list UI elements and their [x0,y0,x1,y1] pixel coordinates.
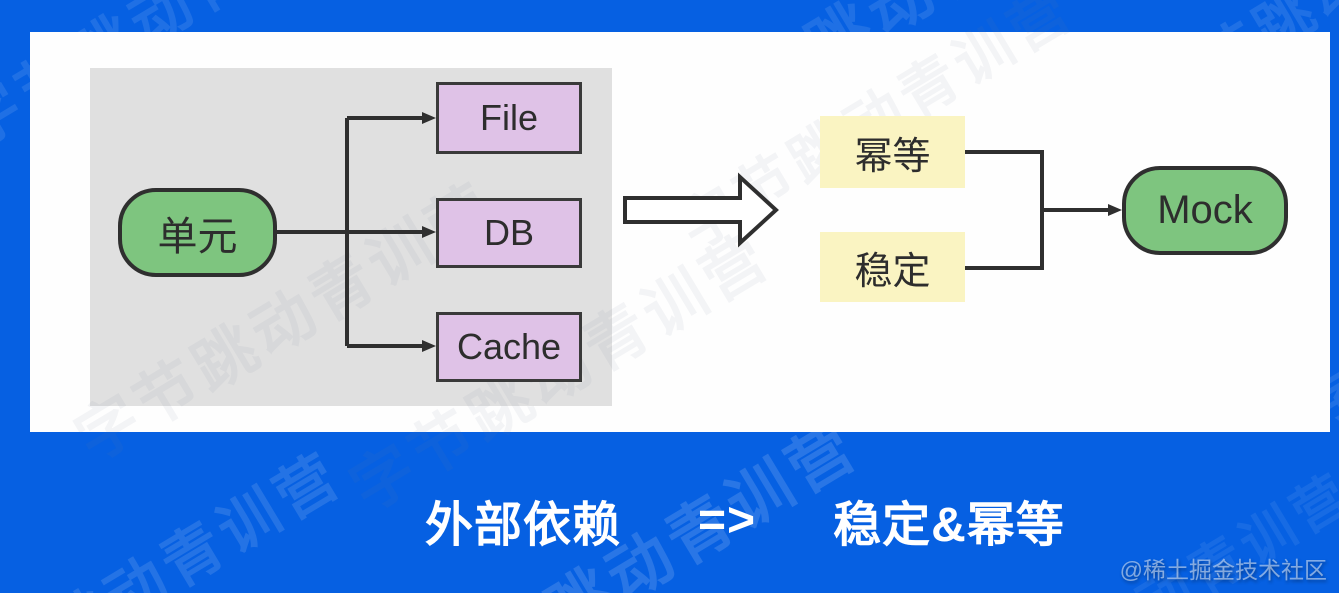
diagram-panel: 字节跳动青训营 字节跳动青训营 字节跳动青训营 [30,0,1330,525]
property-label: 稳定 [854,250,931,293]
unit-node-label: 单元 [157,214,238,259]
caption-right-term: 稳定&幂等 [833,499,1065,552]
property-label: 幂等 [854,135,931,178]
caption-left-term: 外部依赖 [425,499,622,552]
caption-arrow-operator: => [698,493,757,547]
dependency-box-cache: Cache [436,312,582,382]
arrowhead-mock [1108,204,1122,216]
mock-node-label: Mock [1157,188,1253,232]
property-box-stable: 稳定 [820,232,965,302]
caption: 外部依赖 => 稳定&幂等 [425,492,1065,553]
property-box-idempotent: 幂等 [820,116,965,188]
dependency-label: Cache [456,326,562,367]
dependency-label: File [479,97,538,138]
community-credit-watermark: @稀土掘金技术社区 [1119,557,1327,583]
big-transform-arrow-icon [623,172,779,248]
dependency-box-file: File [436,82,582,154]
unit-node: 单元 [118,188,277,277]
dependency-label: DB [483,212,534,253]
connector-properties-merge [965,150,1044,270]
mock-node: Mock [1122,166,1288,255]
watermark: 字节跳动青训营 [0,440,354,593]
dependency-box-db: DB [436,198,582,268]
